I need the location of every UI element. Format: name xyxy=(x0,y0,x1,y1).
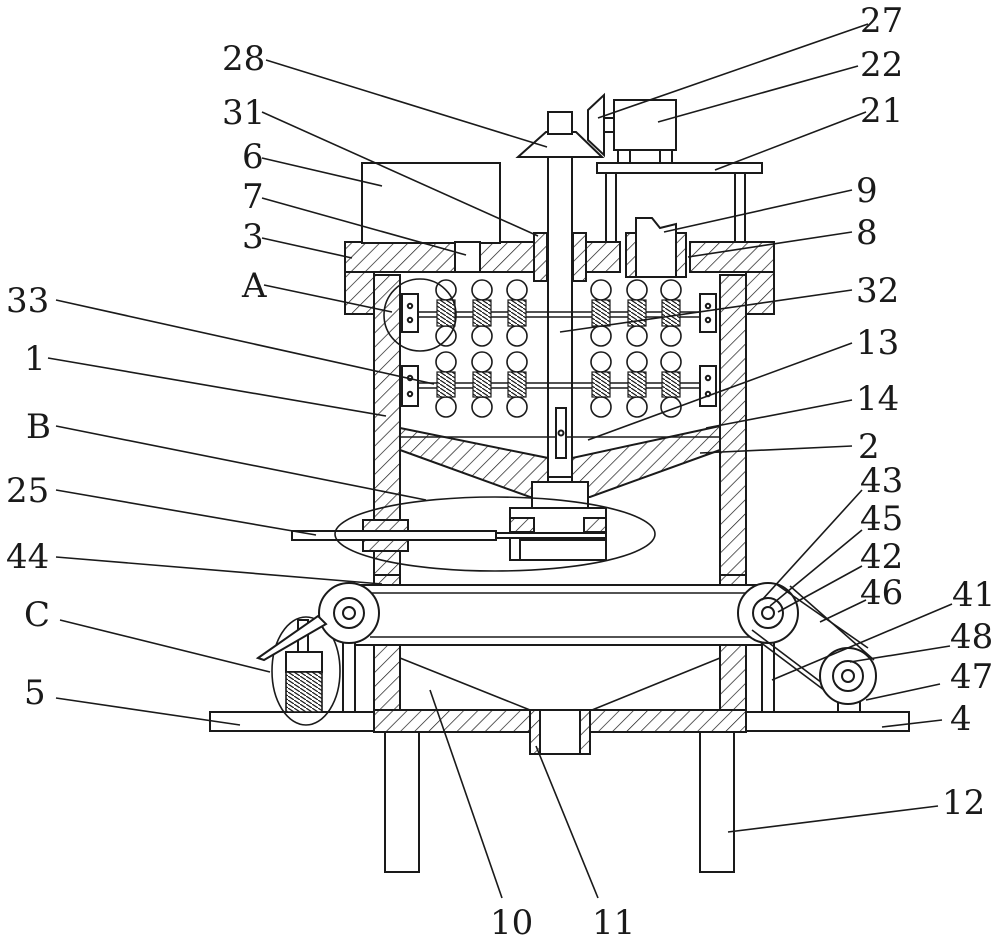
rod-guide-upper xyxy=(362,519,409,532)
label-27: 27 xyxy=(860,1,903,41)
label-41: 41 xyxy=(952,575,995,615)
callout-a xyxy=(383,278,457,352)
side-bearing-right xyxy=(675,232,687,278)
cylinder-right-lower xyxy=(719,574,747,586)
lower-crusher-heads xyxy=(435,351,682,418)
lower-funnel-left xyxy=(399,657,531,711)
feed-inlet xyxy=(454,241,481,273)
motor-foot-right xyxy=(659,149,673,164)
label-31: 31 xyxy=(222,93,265,133)
upper-crushing-row xyxy=(401,293,717,333)
label-44: 44 xyxy=(6,537,49,577)
label-42: 42 xyxy=(860,537,903,577)
label-14: 14 xyxy=(856,379,899,419)
shaft-top-cap xyxy=(547,111,573,135)
label-25: 25 xyxy=(6,471,49,511)
hopper-left xyxy=(399,426,549,498)
driven-bevel-gear xyxy=(515,131,605,158)
motor-body xyxy=(613,99,677,151)
rod-guide-lower xyxy=(362,539,409,552)
label-47: 47 xyxy=(950,657,993,697)
label-1: 1 xyxy=(24,339,46,379)
driving-bevel-gear xyxy=(587,92,605,158)
label-11: 11 xyxy=(592,903,635,943)
spring-cap xyxy=(285,651,323,673)
cylinder-right-wall xyxy=(719,274,747,586)
valve-slot xyxy=(519,539,607,561)
lower-crushing-row xyxy=(401,365,717,407)
drive-belt-upper xyxy=(775,583,869,649)
left-roller-axle xyxy=(342,606,356,620)
label-c: C xyxy=(24,595,50,635)
label-46: 46 xyxy=(860,573,903,613)
part-labels: 27 22 21 28 31 6 7 3 A 9 8 32 33 1 13 14… xyxy=(6,1,995,943)
label-43: 43 xyxy=(860,461,903,501)
label-a: A xyxy=(241,266,267,306)
label-8: 8 xyxy=(856,213,878,253)
motor-bracket-post-right xyxy=(734,172,746,243)
side-gear-housing xyxy=(635,217,677,278)
outlet-pipe-left-wall xyxy=(529,709,541,755)
label-12: 12 xyxy=(942,783,985,823)
shaft-bearing-right xyxy=(572,232,587,282)
right-leg xyxy=(699,729,735,873)
outlet-pipe-right-wall xyxy=(579,709,591,755)
valve-push-rod-inner xyxy=(495,532,607,539)
label-9: 9 xyxy=(856,171,878,211)
label-32: 32 xyxy=(856,271,899,311)
label-7: 7 xyxy=(242,177,264,217)
label-33: 33 xyxy=(6,281,49,321)
feed-box xyxy=(361,162,501,244)
lower-housing-bottom-left xyxy=(373,709,533,733)
label-21: 21 xyxy=(860,91,903,131)
conveyor-belt xyxy=(345,584,775,646)
label-13: 13 xyxy=(856,323,899,363)
small-pulley-axle xyxy=(841,669,855,683)
right-support-plate xyxy=(744,711,910,732)
valve-seat-right xyxy=(583,517,607,533)
shaft-bearing-left xyxy=(533,232,548,282)
motor-foot-left xyxy=(617,149,631,164)
top-cover-right-lower xyxy=(745,271,775,315)
label-b: B xyxy=(26,407,51,447)
label-10: 10 xyxy=(490,903,533,943)
side-bearing-left xyxy=(625,232,637,278)
lower-housing-bottom-right xyxy=(589,709,747,733)
motor-bracket-plate xyxy=(596,162,763,174)
label-2: 2 xyxy=(858,427,880,467)
upper-crusher-heads xyxy=(435,279,682,347)
label-22: 22 xyxy=(860,45,903,85)
label-3: 3 xyxy=(242,217,264,257)
shaft-key-pin xyxy=(557,429,565,437)
valve-seat-left xyxy=(509,517,535,533)
cylinder-left-lower xyxy=(373,574,401,586)
callout-b xyxy=(334,496,656,572)
spring-coil xyxy=(285,671,323,713)
spring-top-bracket xyxy=(255,614,328,662)
valve-push-rod xyxy=(291,530,497,541)
label-48: 48 xyxy=(950,617,993,657)
motor-bracket-post-left xyxy=(605,172,617,243)
label-6: 6 xyxy=(242,137,264,177)
leader-lines xyxy=(47,23,953,899)
right-roller-axle xyxy=(761,606,775,620)
left-leg xyxy=(384,729,420,873)
lower-funnel-right xyxy=(591,657,721,711)
motor-shaft-stub xyxy=(603,117,615,133)
label-28: 28 xyxy=(222,39,265,79)
drive-belt-lower-2 xyxy=(751,629,827,687)
left-support-plate xyxy=(209,711,375,732)
label-5: 5 xyxy=(24,673,46,713)
label-45: 45 xyxy=(860,499,903,539)
callout-c xyxy=(271,616,341,726)
label-4: 4 xyxy=(950,699,972,739)
